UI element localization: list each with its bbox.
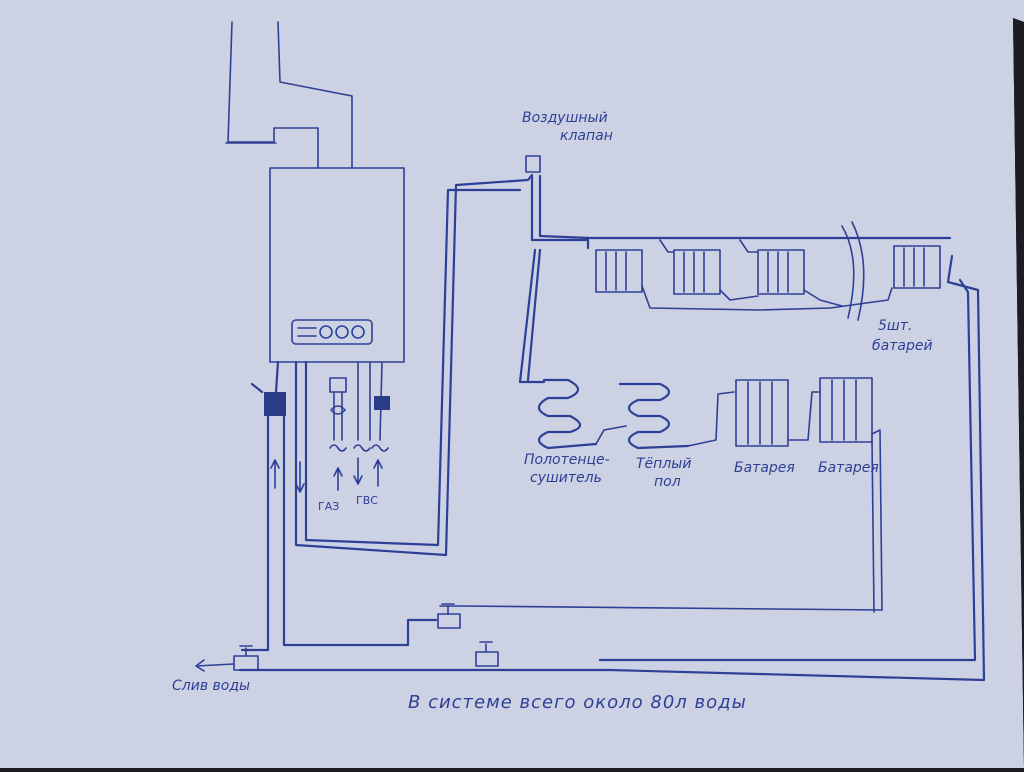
hot-water-label: ГВС: [356, 494, 378, 507]
air-valve-label-2: клапан: [560, 128, 613, 144]
tap-valve-icon: [233, 645, 259, 671]
chimney-icon: [225, 21, 353, 169]
radiator-icon: [673, 249, 721, 295]
supply-down-arrow: [295, 461, 305, 493]
main-loop: [238, 174, 986, 682]
radiator-icon: [735, 379, 789, 447]
hot-water-line: [353, 361, 389, 487]
battery-count-label-2: батарей: [872, 338, 933, 354]
warm-floor-label-2: пол: [654, 474, 681, 490]
pipe-break-curve: [841, 221, 865, 321]
gas-label: ГАЗ: [318, 500, 339, 513]
radiator-icon: [595, 249, 643, 293]
radiator-icon: [757, 249, 805, 295]
towel-dryer-icon: [537, 378, 598, 450]
battery-count-label-1: 5шт.: [878, 318, 912, 334]
battery-label-1: Батарея: [734, 460, 795, 476]
towel-dryer-label-2: сушитель: [530, 470, 602, 486]
hot-water-valve: [374, 396, 390, 410]
dark-corner: [1013, 18, 1024, 768]
boiler-knob-3: [351, 325, 365, 339]
tap-valve-icon: [437, 603, 461, 629]
drain-label: Слив воды: [172, 678, 250, 694]
return-up-arrow: [270, 459, 280, 489]
left-filter-valve: [264, 392, 286, 416]
radiator-icon: [819, 377, 873, 443]
battery-label-2: Батарея: [818, 460, 879, 476]
warm-floor-label-1: Тёплый: [636, 456, 691, 472]
return-pipe: [240, 360, 438, 652]
left-valve-handle: [250, 382, 264, 394]
drain-arrow: [195, 659, 235, 672]
lower-loop: [439, 391, 883, 613]
radiator-icon: [893, 245, 941, 289]
supply-pipe: [294, 173, 534, 557]
floor-heating-icon: [618, 382, 690, 450]
gas-line: [329, 377, 347, 491]
boiler-icon: [269, 167, 405, 363]
caption: В системе всего около 80л воды: [408, 692, 747, 713]
air-valve-icon: [525, 155, 541, 173]
boiler-knob-2: [335, 325, 349, 339]
tap-valve-icon: [475, 641, 499, 667]
top-radiator-connections: [641, 239, 893, 311]
boiler-knob-1: [319, 325, 333, 339]
boiler-control-panel: [291, 319, 373, 345]
mid-connect: [595, 391, 735, 447]
air-valve-label-1: Воздушный: [522, 110, 608, 126]
towel-dryer-label-1: Полотенце-: [524, 452, 610, 468]
